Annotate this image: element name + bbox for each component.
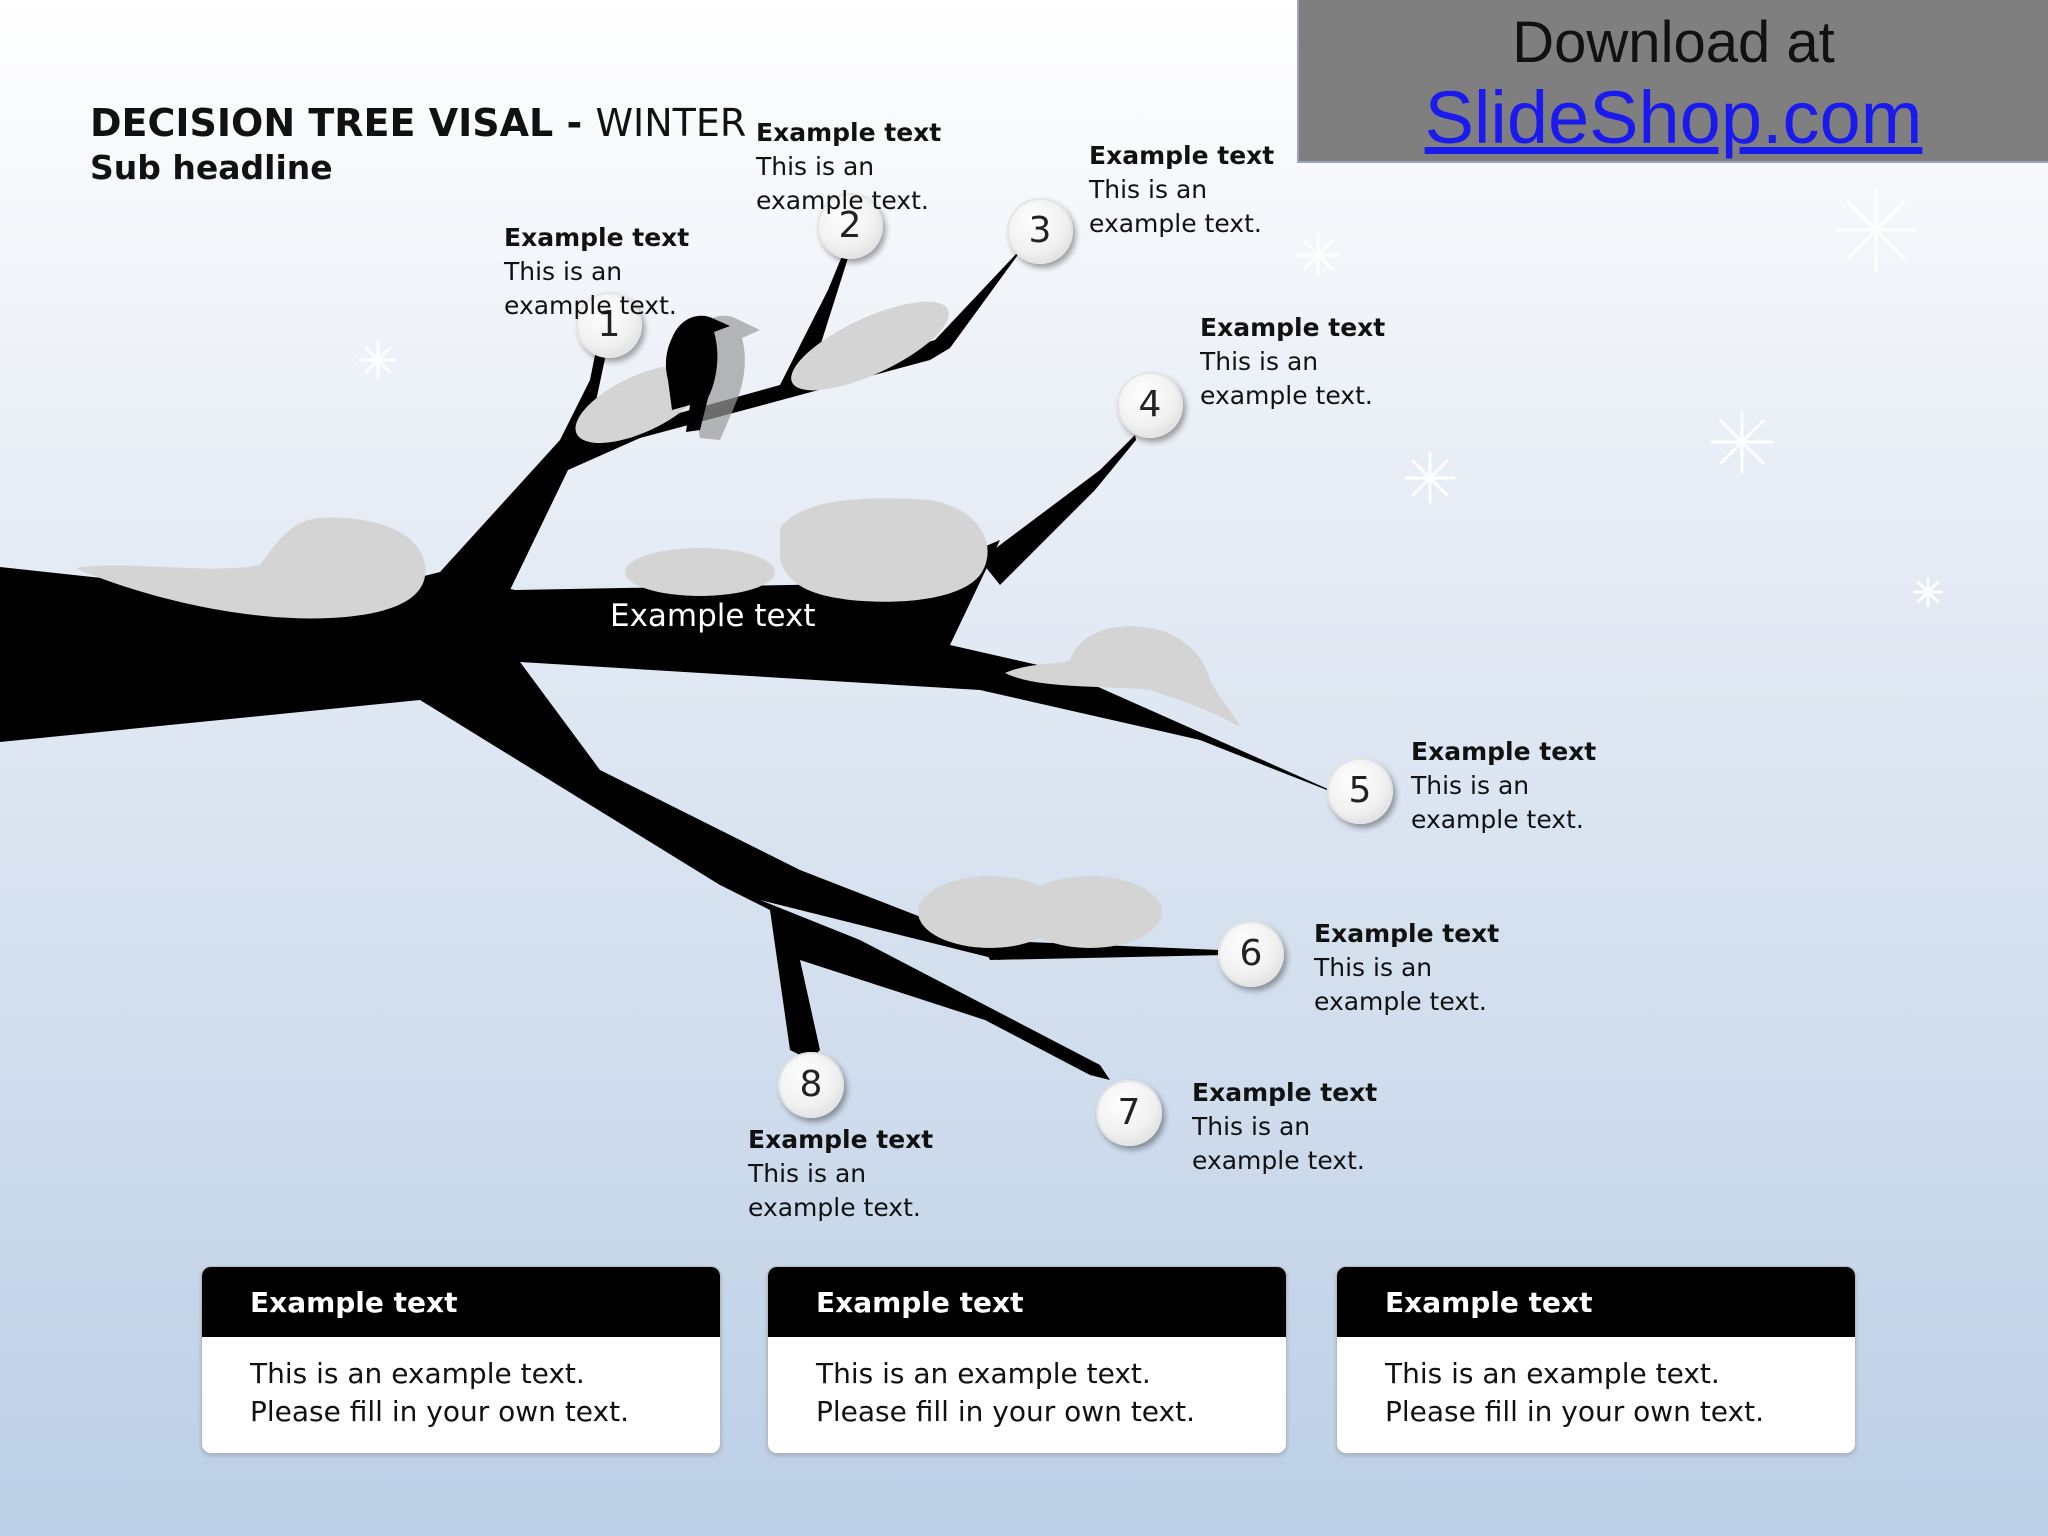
node-number: 5 [1349,770,1372,811]
title-bold: DECISION TREE VISAL - [90,101,595,145]
node-number: 7 [1118,1092,1141,1133]
callout-body: This is an example text. [1192,1110,1417,1178]
callout-heading: Example text [1314,917,1539,951]
card-body: This is an example text. Please fill in … [202,1337,720,1431]
node-number: 3 [1029,210,1052,251]
trunk-label: Example text [610,598,816,634]
card-body: This is an example text. Please fill in … [1337,1337,1855,1431]
sub-headline: Sub headline [90,148,333,187]
callout-body: This is an example text. [1411,769,1636,837]
node-3[interactable]: 3 [1007,198,1073,264]
node-number: 4 [1139,384,1162,425]
callout-heading: Example text [1192,1076,1417,1110]
card-title: Example text [1337,1267,1855,1337]
callout-body: This is an example text. [1200,345,1425,413]
node-number: 6 [1240,933,1263,974]
node-number: 8 [800,1064,823,1105]
slideshop-link[interactable]: SlideShop.com [1299,74,2048,162]
info-card-1: Example text This is an example text. Pl… [201,1266,721,1454]
card-body: This is an example text. Please fill in … [768,1337,1286,1431]
node-6[interactable]: 6 [1218,921,1284,987]
node-4[interactable]: 4 [1117,372,1183,438]
callout-body: This is an example text. [1089,173,1314,241]
callout-heading: Example text [756,116,981,150]
title-light: WINTER [595,101,746,145]
info-card-2: Example text This is an example text. Pl… [767,1266,1287,1454]
info-card-3: Example text This is an example text. Pl… [1336,1266,1856,1454]
card-title: Example text [768,1267,1286,1337]
callout-heading: Example text [504,221,729,255]
node-8[interactable]: 8 [778,1052,844,1118]
callout-body: This is an example text. [756,150,981,218]
node-7[interactable]: 7 [1096,1080,1162,1146]
callout-heading: Example text [748,1123,973,1157]
node-5[interactable]: 5 [1327,758,1393,824]
callout-heading: Example text [1411,735,1636,769]
callout-body: This is an example text. [748,1157,973,1225]
download-banner[interactable]: Download at SlideShop.com [1297,0,2048,163]
banner-text: Download at [1299,12,2048,74]
page-title: DECISION TREE VISAL - WINTER [90,100,746,146]
callout-heading: Example text [1200,311,1425,345]
card-title: Example text [202,1267,720,1337]
callout-heading: Example text [1089,139,1314,173]
callout-body: This is an example text. [1314,951,1539,1019]
callout-body: This is an example text. [504,255,729,323]
